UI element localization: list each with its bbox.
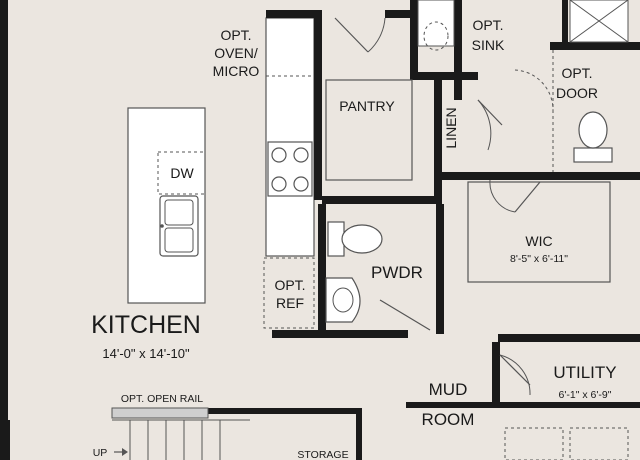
wic-label: WIC	[525, 233, 552, 249]
opt-oven-label-1: OPT.	[220, 27, 251, 43]
pwdr-toilet-icon	[327, 221, 383, 257]
wic-door-swing	[489, 179, 516, 213]
mud-room-label-1: MUD	[429, 380, 468, 399]
opt-oven-label-2: OVEN/	[214, 45, 258, 61]
dw-label: DW	[170, 165, 194, 181]
storage-top-wall	[200, 408, 360, 414]
opt-ref-label-1: OPT.	[274, 277, 305, 293]
opt-open-rail-label: OPT. OPEN RAIL	[121, 393, 203, 405]
kitchen-bottom-wall	[272, 330, 408, 338]
bath-sink-box	[417, 0, 455, 47]
washer-space	[504, 427, 564, 460]
bath-wall-top-right	[550, 42, 640, 50]
wic-top-wall	[442, 172, 640, 180]
opt-ref-label-2: REF	[276, 295, 304, 311]
open-rail	[111, 407, 209, 419]
kitchen-island	[127, 107, 206, 304]
utility-left-wall	[492, 342, 500, 402]
up-label: UP	[93, 447, 108, 459]
opt-sink-label-2: SINK	[472, 37, 505, 53]
storage-right-wall	[356, 408, 362, 460]
stair-icon	[112, 419, 250, 460]
wic-dims: 8'-5" x 6'-11"	[510, 253, 568, 265]
bath-wall-left	[454, 0, 462, 100]
pantry-shelf	[325, 79, 413, 181]
toilet-icon	[573, 111, 613, 163]
opt-sink-label-1: OPT.	[472, 17, 503, 33]
top-wall-mid	[385, 10, 413, 18]
utility-dims: 6'-1" x 6'-9"	[559, 389, 612, 401]
pwdr-label: PWDR	[371, 263, 423, 282]
top-wall-left	[266, 10, 322, 18]
dishwasher-box	[157, 151, 206, 195]
pantry-right-wall	[410, 0, 418, 80]
pwdr-left-wall	[318, 204, 326, 332]
opt-door-swing	[514, 69, 554, 111]
pedestal-sink-icon	[325, 277, 361, 323]
cooktop-icon	[267, 141, 313, 197]
opt-door-label-2: DOOR	[556, 85, 598, 101]
double-sink-icon	[159, 195, 199, 257]
pantry-bottom-wall	[322, 196, 442, 204]
pwdr-door	[379, 299, 431, 331]
mud-room-wall	[406, 402, 640, 408]
mud-room-label-2: ROOM	[422, 410, 475, 429]
bath-wall-right-top	[562, 0, 568, 44]
linen-wall-top	[410, 72, 478, 80]
opt-door-label-1: OPT.	[561, 65, 592, 81]
wall-counter	[263, 17, 315, 329]
kitchen-label: KITCHEN	[91, 311, 201, 339]
kitchen-dims: 14'-0" x 14'-10"	[102, 346, 190, 361]
left-exterior-wall	[0, 0, 8, 420]
opt-oven-label-3: MICRO	[213, 63, 260, 79]
pantry-left-wall	[314, 10, 322, 200]
storage-label: STORAGE	[297, 449, 348, 460]
utility-door-swing	[499, 354, 531, 396]
utility-top-wall	[498, 334, 640, 342]
dryer-space	[569, 427, 629, 460]
utility-label: UTILITY	[553, 363, 616, 382]
linen-label: LINEN	[443, 107, 459, 148]
pwdr-right-wall	[436, 204, 444, 334]
door-swing-icon	[334, 17, 386, 53]
fridge-space	[263, 257, 315, 329]
pantry-side-wall	[434, 80, 442, 200]
bottom-left-wall	[0, 420, 10, 460]
opt-sink-basin	[423, 21, 449, 51]
pantry-label: PANTRY	[339, 98, 395, 114]
